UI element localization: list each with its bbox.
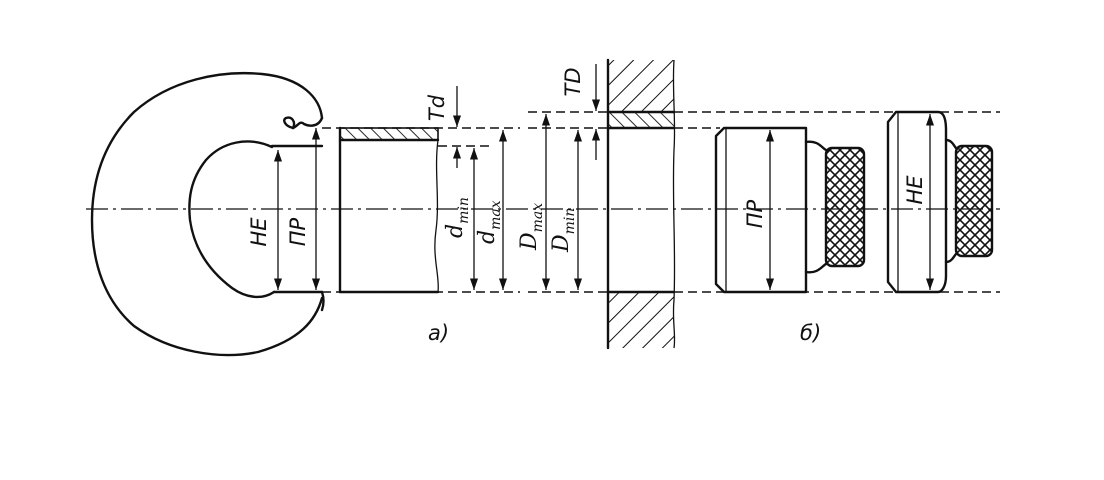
caption-b: б) xyxy=(800,321,821,345)
label-plug-no-go: НЕ xyxy=(903,175,927,205)
label-a-go: ПР xyxy=(286,217,310,246)
shaft-part xyxy=(338,126,440,294)
plug-gauge-no-go xyxy=(886,110,994,294)
label-D-min: Dmin xyxy=(549,208,578,253)
label-plug-go: ПР xyxy=(743,199,767,228)
label-td: Td xyxy=(425,94,449,121)
caption-a: а) xyxy=(428,321,449,345)
label-a-no-go: НЕ xyxy=(247,217,271,247)
label-D-max: Dmax xyxy=(517,203,546,251)
label-d-max: dmax xyxy=(475,200,504,244)
label-d-min: dmin xyxy=(443,197,472,238)
plug-gauge-go xyxy=(714,126,866,294)
bore-part xyxy=(606,58,676,350)
snap-gauge xyxy=(90,72,325,357)
label-TD: TD xyxy=(561,68,585,97)
